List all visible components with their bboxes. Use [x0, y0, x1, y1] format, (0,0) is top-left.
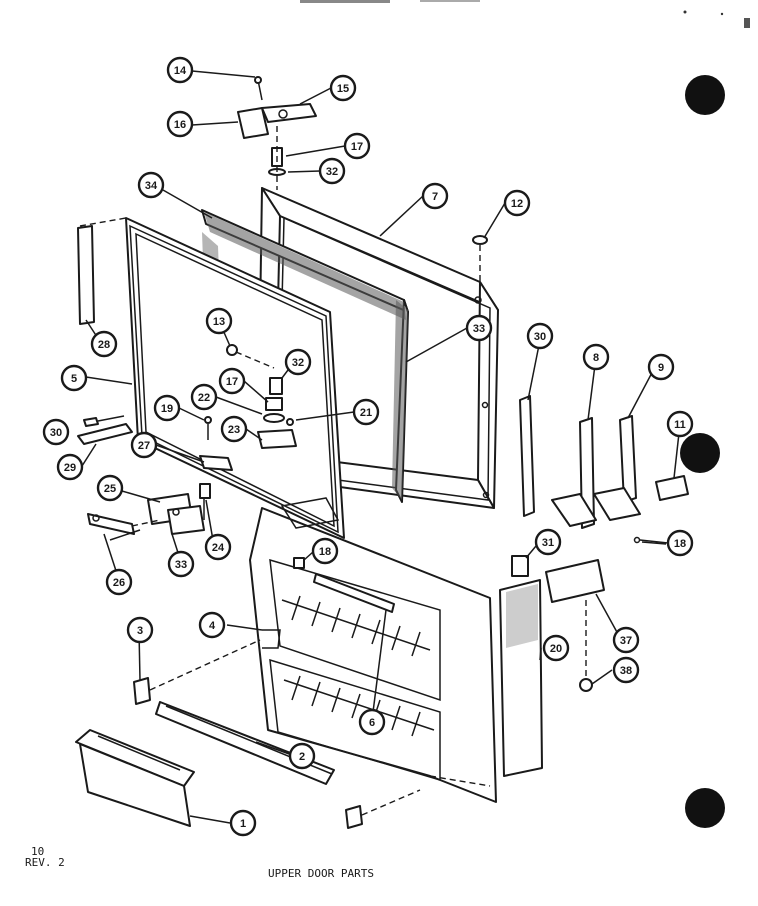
svg-text:6: 6	[369, 717, 375, 729]
callout-18-liner: 18	[311, 537, 339, 565]
svg-text:5: 5	[71, 373, 77, 385]
svg-text:23: 23	[228, 424, 240, 436]
callout-28: 28	[90, 330, 118, 358]
callout-7: 7	[421, 182, 449, 210]
top-hinge-assembly	[237, 76, 317, 190]
callout-14: 14	[166, 56, 194, 84]
callout-21: 21	[352, 398, 380, 426]
svg-text:2: 2	[299, 751, 305, 763]
callout-15: 15	[329, 74, 357, 102]
svg-text:1: 1	[240, 818, 246, 830]
svg-text:17: 17	[351, 141, 363, 153]
svg-text:31: 31	[542, 537, 554, 549]
punch-hole-middle	[680, 433, 720, 473]
callout-16: 16	[166, 110, 194, 138]
callout-38: 38	[612, 656, 640, 684]
svg-text:12: 12	[511, 198, 523, 210]
svg-text:13: 13	[213, 316, 225, 328]
door-liner	[249, 497, 497, 803]
svg-text:33: 33	[473, 323, 485, 335]
svg-text:3: 3	[137, 625, 143, 637]
svg-text:27: 27	[138, 440, 150, 452]
callout-11: 11	[666, 410, 694, 438]
right-brackets	[519, 395, 689, 544]
bottom-parts	[75, 639, 421, 829]
callout-4: 4	[198, 611, 226, 639]
page-number: 10	[31, 845, 45, 858]
scan-specks	[300, 0, 750, 28]
callout-37: 37	[612, 626, 640, 654]
svg-text:29: 29	[64, 462, 76, 474]
svg-text:30: 30	[534, 331, 546, 343]
callout-32: 32	[318, 157, 346, 185]
center-hinge-parts	[77, 344, 297, 471]
callout-1: 1	[229, 809, 257, 837]
screw-12	[472, 235, 488, 285]
svg-text:4: 4	[209, 620, 216, 632]
callout-27: 27	[130, 431, 158, 459]
svg-text:15: 15	[337, 83, 349, 95]
callout-6: 6	[358, 708, 386, 736]
callout-25: 25	[96, 474, 124, 502]
svg-text:20: 20	[550, 643, 562, 655]
callout-33: 33	[465, 314, 493, 342]
svg-text:17: 17	[226, 376, 238, 388]
revision-label: REV. 2	[25, 856, 65, 869]
svg-text:34: 34	[145, 180, 158, 192]
callout-33-lower: 33	[167, 550, 195, 578]
callout-23: 23	[220, 415, 248, 443]
svg-text:11: 11	[674, 419, 686, 431]
svg-text:32: 32	[292, 357, 304, 369]
callout-30-right: 30	[526, 322, 554, 350]
callout-24: 24	[204, 533, 232, 561]
svg-text:37: 37	[620, 635, 632, 647]
page-title: UPPER DOOR PARTS	[268, 867, 374, 880]
svg-text:19: 19	[161, 403, 173, 415]
callout-5: 5	[60, 364, 88, 392]
callout-18-right: 18	[666, 529, 694, 557]
svg-text:26: 26	[113, 577, 125, 589]
svg-text:8: 8	[593, 352, 599, 364]
svg-text:16: 16	[174, 119, 186, 131]
callout-30-left: 30	[42, 418, 70, 446]
gasket-strip	[77, 217, 127, 325]
callout-22: 22	[190, 383, 218, 411]
svg-text:30: 30	[50, 427, 62, 439]
punch-hole-top	[685, 75, 725, 115]
svg-text:9: 9	[658, 362, 664, 374]
callout-19: 19	[153, 394, 181, 422]
callout-8: 8	[582, 343, 610, 371]
svg-text:21: 21	[360, 407, 372, 419]
svg-text:28: 28	[98, 339, 110, 351]
punch-hole-bottom	[685, 788, 725, 828]
callout-34: 34	[137, 171, 165, 199]
callout-31: 31	[534, 528, 562, 556]
svg-text:38: 38	[620, 665, 632, 677]
svg-text:25: 25	[104, 483, 116, 495]
callout-12: 12	[503, 189, 531, 217]
callout-2: 2	[288, 742, 316, 770]
svg-text:18: 18	[319, 546, 331, 558]
svg-text:33: 33	[175, 559, 187, 571]
svg-text:24: 24	[212, 542, 225, 554]
lower-hinge-bracket	[87, 483, 211, 541]
svg-text:14: 14	[174, 65, 187, 77]
svg-text:32: 32	[326, 166, 338, 178]
trim-cover-parts	[499, 555, 605, 777]
callout-9: 9	[647, 353, 675, 381]
svg-text:18: 18	[674, 538, 686, 550]
callout-29: 29	[56, 453, 84, 481]
svg-text:22: 22	[198, 392, 210, 404]
callout-17-center: 17	[218, 367, 246, 395]
callout-32-center: 32	[284, 348, 312, 376]
callout-17: 17	[343, 132, 371, 160]
callout-26: 26	[105, 568, 133, 596]
callout-3: 3	[126, 616, 154, 644]
callout-13: 13	[205, 307, 233, 335]
callout-20: 20	[542, 634, 570, 662]
svg-text:7: 7	[432, 191, 438, 203]
